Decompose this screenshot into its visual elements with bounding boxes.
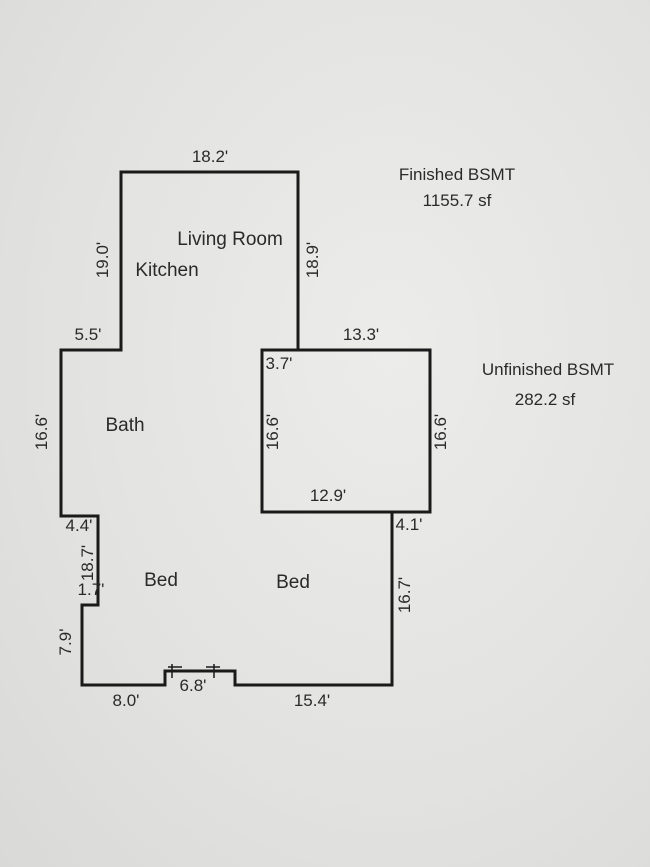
dim-top-width: 18.2' xyxy=(192,147,228,166)
dim-living-right-height: 18.9' xyxy=(303,242,322,278)
unfinished-bsmt-title: Unfinished BSMT xyxy=(482,360,614,379)
unfinished-basement-outline xyxy=(262,348,432,514)
room-living-room: Living Room xyxy=(177,229,283,250)
door-opening xyxy=(168,664,220,678)
dim-kitchen-left-height: 19.0' xyxy=(93,242,112,278)
dim-unfinished-left: 16.6' xyxy=(263,414,282,450)
room-kitchen: Kitchen xyxy=(135,260,198,281)
dim-bottom-left-width: 8.0' xyxy=(113,691,140,710)
dim-bath-height: 16.6' xyxy=(32,414,51,450)
dim-unfinished-corner: 3.7' xyxy=(266,354,293,373)
dim-unfinished-right: 16.6' xyxy=(431,414,450,450)
finished-bsmt-area: 1155.7 sf xyxy=(423,191,492,210)
dim-lower-step: 4.4' xyxy=(66,516,93,535)
dim-unfinished-top: 13.3' xyxy=(343,325,379,344)
dim-bed-right-height: 16.7' xyxy=(395,577,414,613)
dim-door-width: 6.8' xyxy=(180,676,207,695)
finished-bsmt-title: Finished BSMT xyxy=(399,165,515,184)
dim-unfinished-bottom: 12.9' xyxy=(310,486,346,505)
room-bed-left: Bed xyxy=(144,570,178,591)
dim-right-step: 4.1' xyxy=(396,515,423,534)
dim-bottom-right-width: 15.4' xyxy=(294,691,330,710)
dim-notch-height: 18.7' xyxy=(78,545,97,581)
dim-upper-step: 5.5' xyxy=(75,325,102,344)
room-bed-right: Bed xyxy=(276,572,310,593)
dim-notch-small: 1.7' xyxy=(78,580,105,599)
unfinished-bsmt-area: 282.2 sf xyxy=(515,390,576,409)
dim-bed-left-height: 7.9' xyxy=(56,629,75,656)
room-bath: Bath xyxy=(105,415,144,436)
